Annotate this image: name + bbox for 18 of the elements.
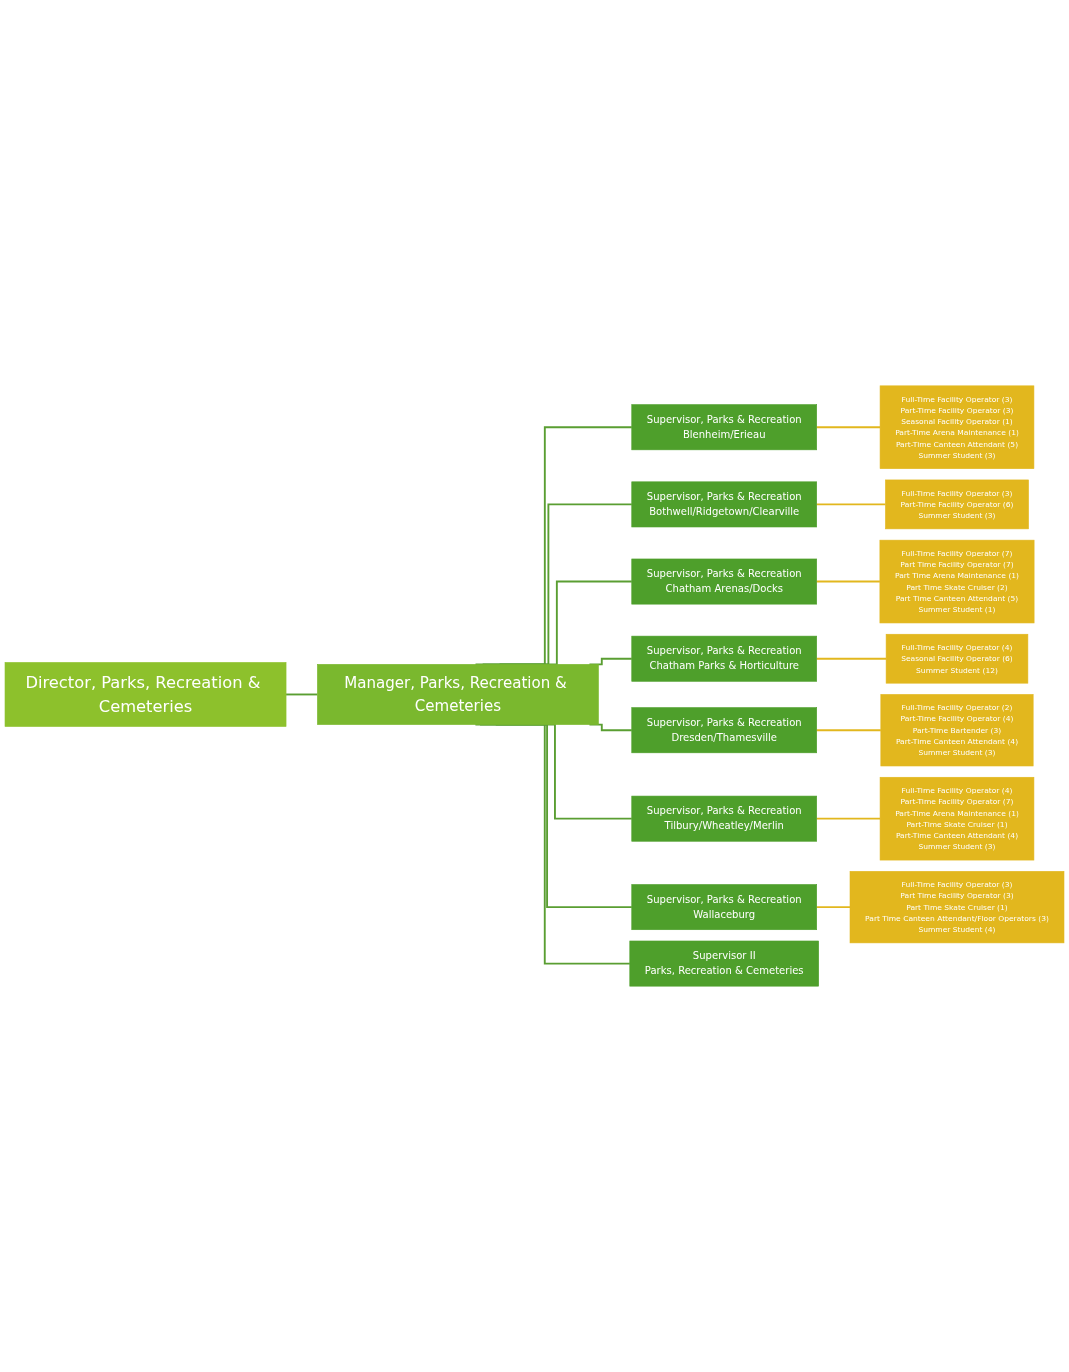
node-box: Supervisor II Parks, Recreation & Cemeteries <box>629 940 819 987</box>
connector <box>815 817 882 820</box>
connector <box>815 580 881 583</box>
node-box: Supervisor, Parks & Recreation Wallaceburg <box>631 884 817 930</box>
node-box: Manager, Parks, Recreation & Cemeteries <box>317 664 599 725</box>
node-box: Supervisor, Parks & Recreation Chatham Parks & Horticulture <box>631 635 817 682</box>
connector <box>815 503 887 506</box>
connector <box>815 729 882 732</box>
connector <box>815 906 851 909</box>
node-box: Supervisor, Parks & Recreation Blenheim/Erieau <box>631 404 817 451</box>
node-box: Supervisor, Parks & Recreation Dresden/Thamesville <box>631 707 817 754</box>
node-box: Supervisor, Parks & Recreation Bothwell/Ridgetown/Clearville <box>631 481 817 528</box>
connector <box>815 657 888 660</box>
connector <box>285 693 319 696</box>
node-box: Director, Parks, Recreation & Cemeteries <box>4 662 287 727</box>
node-box: Supervisor, Parks & Recreation Chatham Arenas/Docks <box>631 558 817 605</box>
node-box: Supervisor, Parks & Recreation Tilbury/Wheatley/Merlin <box>631 795 817 842</box>
connector <box>815 426 882 429</box>
